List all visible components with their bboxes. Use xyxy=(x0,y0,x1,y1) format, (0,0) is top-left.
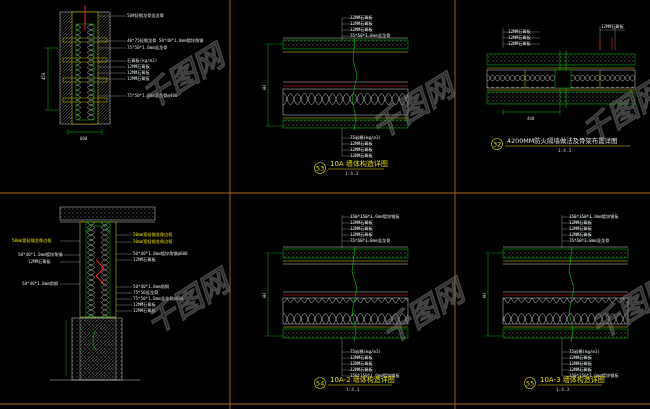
panel-b-top-callout: 12MM石膏板 xyxy=(350,20,373,27)
panel-d-callout: 12MM石膏板 xyxy=(133,307,156,314)
panel-f-top-callout: 12MM石膏板 xyxy=(569,225,592,232)
panel-a-callout: 75*50*1.0mm竖龙骨 xyxy=(127,44,167,51)
panel-b-bottom-callout: 12MM石膏板 xyxy=(350,140,373,147)
panel-a-callout: 12MM石膏板 xyxy=(127,75,150,82)
panel-a-callout: 40*75轻钢龙骨 50*40*1.0mm镀锌角钢 xyxy=(127,37,203,44)
panel-b-scale: 1:4.3 xyxy=(345,171,359,177)
panel-c-callout: 12MM石膏板 xyxy=(508,40,531,47)
panel-d-section: 50mm宽轻钢龙骨边框 50mm宽轻钢龙骨边框 50*40*1.0mm镀锌角钢@… xyxy=(12,206,188,381)
panel-d-callout: 50mm宽轻钢龙骨边框 xyxy=(133,238,173,245)
panel-b-bottom-callout: 12MM石膏板 xyxy=(350,146,373,153)
panel-d-callout: 50*40*1.0mm角钢 xyxy=(133,283,169,290)
panel-b-top-callout: 75*50*1.0mm竖龙骨 xyxy=(350,32,390,39)
panel-b-top-callout: 12MM石膏板 xyxy=(350,26,373,33)
panel-d-left-callout: 12MM石膏板 xyxy=(28,258,51,265)
panel-e-height-dim: HH xyxy=(262,293,267,298)
watermark-text: 千图网 xyxy=(376,272,474,351)
panel-c-scale: 1:4.3 xyxy=(558,148,572,154)
panel-b-bottom-callout: 12MM石膏板 xyxy=(350,152,373,159)
panel-c-callout: 12MM石膏板 xyxy=(508,28,531,35)
panel-e-top-callout: 12MM石膏板 xyxy=(350,225,373,232)
panel-e-number: 54 xyxy=(316,380,324,388)
panel-c-plan-detail: 12MM石膏板 12MM石膏板 12MM石膏板 12MM石膏板 400 32 4… xyxy=(486,23,636,154)
panel-e-top-callout: 150*150*1.0mm镀锌钢板 xyxy=(350,213,400,220)
panel-a-dim-height: 450 xyxy=(41,72,46,80)
panel-d-left-callout: 50*40*1.0mm镀锌角钢 xyxy=(18,251,62,258)
panel-a-section: 450 600 50#轻钢龙骨竖龙骨 40*75轻钢龙骨 50*40*1.0mm… xyxy=(41,5,203,141)
panel-e-wall-detail: HH 150*150*1.0mm镀锌钢板 12MM石膏板 12MM石膏板 12M… xyxy=(262,213,409,393)
panel-e-bottom-callout: 150*150*1.0mm镀锌钢板 xyxy=(350,372,400,379)
panel-e-top-callout: 12MM石膏板 xyxy=(350,231,373,238)
panel-f-height-dim: HH xyxy=(482,293,487,298)
panel-f-top-callout: 150*150*1.0mm镀锌钢板 xyxy=(569,213,619,220)
watermark-text: 千图网 xyxy=(141,262,239,341)
panel-a-callout: 12MM石膏板 xyxy=(127,69,150,76)
panel-c-dim: 400 xyxy=(527,116,535,121)
panel-a-callout: 石膏板(kg/m3) xyxy=(127,57,157,64)
panel-b-height-dim: HH xyxy=(262,85,267,90)
panel-f-wall-detail: HH 150*150*1.0mm镀锌钢板 12MM石膏板 12MM石膏板 12M… xyxy=(482,213,629,393)
panel-f-bottom-callout: 75岩棉(kg/m3) xyxy=(569,348,600,355)
panel-f-top-callout: 75*50*1.0mm竖龙骨 xyxy=(569,237,609,244)
panel-b-title: 10A 墙体构造详图 xyxy=(330,159,388,168)
panel-c-callout: 12MM石膏板 xyxy=(601,23,624,30)
panel-e-bottom-callout: 12MM石膏板 xyxy=(350,366,373,373)
panel-b-wall-detail: HH 12MM石膏板 12MM石膏板 12MM石膏板 75*50*1.0mm竖龙… xyxy=(262,14,409,177)
panel-d-callout: 50*40*1.0mm镀锌角钢@600 xyxy=(133,250,188,257)
panel-d-callout: 12MM石膏板 xyxy=(133,301,156,308)
panel-e-top-callout: 12MM石膏板 xyxy=(350,219,373,226)
panel-f-top-callout: 12MM石膏板 xyxy=(569,231,592,238)
panel-d-callout: 75*50竖龙骨 xyxy=(133,289,158,296)
panel-c-callout: 12MM石膏板 xyxy=(508,34,531,41)
watermark-text: 千图网 xyxy=(366,67,464,146)
panel-e-top-callout: 75*50*1.0mm竖龙骨 xyxy=(350,237,390,244)
panel-e-title: 10A-2 墙体构造详图 xyxy=(330,375,395,384)
panel-a-callout: 75*50*1.0mm竖龙骨@400 xyxy=(127,92,178,99)
panel-b-bottom-callout: 75岩棉(kg/m3) xyxy=(350,134,381,141)
panel-a-dim-width: 600 xyxy=(80,136,88,141)
panel-d-callout: 50mm宽轻钢龙骨边框 xyxy=(133,231,173,238)
panel-e-bottom-callout: 12MM石膏板 xyxy=(350,354,373,361)
panel-a-callout: 12MM石膏板 xyxy=(127,63,150,70)
panel-f-bottom-callout: 12MM石膏板 xyxy=(569,354,592,361)
panel-b-top-callout: 12MM石膏板 xyxy=(350,14,373,21)
panel-e-bottom-callout: 12MM石膏板 xyxy=(350,360,373,367)
panel-f-top-callout: 12MM石膏板 xyxy=(569,219,592,226)
panel-f-bottom-callout: 150*150*1.0mm镀锌钢板 xyxy=(569,372,619,379)
panel-d-left-callout: 50mm宽轻钢龙骨边框 xyxy=(12,237,52,244)
panel-b-number: 53 xyxy=(316,165,324,173)
panel-c-title: 4200MM防火隔墙做法及骨架布置详图 xyxy=(507,136,617,145)
panel-f-title: 10A-3 墙体构造详图 xyxy=(540,375,605,384)
panel-f-scale: 1:4.3 xyxy=(556,387,570,393)
panel-d-left-callout: 50*40*1.0mm角钢 xyxy=(22,280,58,287)
panel-f-number: 55 xyxy=(526,380,534,388)
panel-e-scale: 1:4.3 xyxy=(346,387,360,393)
panel-d-callout: 12MM石膏板 xyxy=(133,256,156,263)
panel-f-bottom-callout: 12MM石膏板 xyxy=(569,366,592,373)
panel-e-bottom-callout: 75岩棉(kg/m3) xyxy=(350,348,381,355)
panel-f-bottom-callout: 12MM石膏板 xyxy=(569,360,592,367)
panel-a-callout: 50#轻钢龙骨竖龙骨 xyxy=(127,12,164,19)
panel-d-callout: 75*50*1.0mm竖龙骨@600 xyxy=(133,295,184,302)
panel-c-number: 32 xyxy=(493,141,501,149)
